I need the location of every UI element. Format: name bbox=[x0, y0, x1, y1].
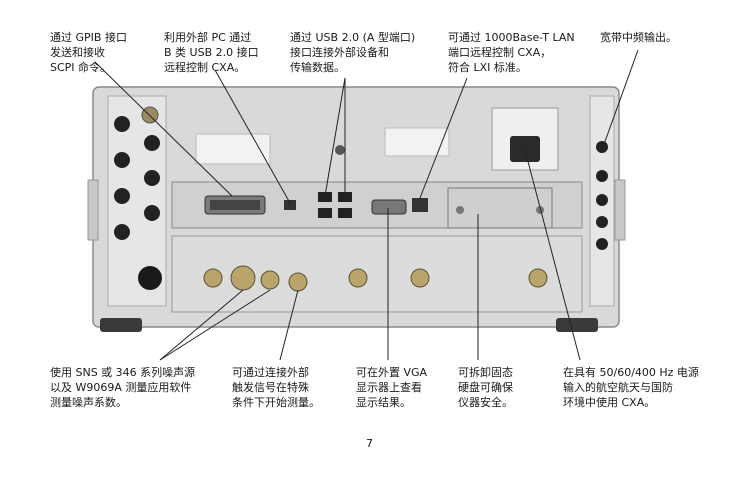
callout-lan: 可通过 1000Base-T LAN 端口远程控制 CXA， 符合 LXI 标准… bbox=[448, 31, 575, 74]
callout-power: 在具有 50/60/400 Hz 电源 输入的航空航天与国防 环境中使用 CXA… bbox=[563, 366, 699, 409]
callout-usb-a: 通过 USB 2.0 (A 型端口) 接口连接外部设备和 传输数据。 bbox=[290, 31, 416, 74]
callout-vga: 可在外置 VGA 显示器上查看 显示结果。 bbox=[356, 366, 428, 409]
callout-usb-b: 利用外部 PC 通过 B 类 USB 2.0 接口 远程控制 CXA。 bbox=[164, 31, 259, 74]
callout-if-out: 宽带中频输出。 bbox=[600, 31, 677, 44]
page-number: 7 bbox=[366, 437, 373, 450]
callout-ssd: 可拆卸固态 硬盘可确保 仪器安全。 bbox=[458, 366, 513, 409]
callout-noise-figure: 使用 SNS 或 346 系列噪声源 以及 W9069A 测量应用软件 测量噪声… bbox=[50, 366, 196, 409]
callout-gpib: 通过 GPIB 接口 发送和接收 SCPI 命令。 bbox=[50, 31, 127, 74]
callout-trigger: 可通过连接外部 触发信号在特殊 条件下开始测量。 bbox=[232, 366, 320, 409]
